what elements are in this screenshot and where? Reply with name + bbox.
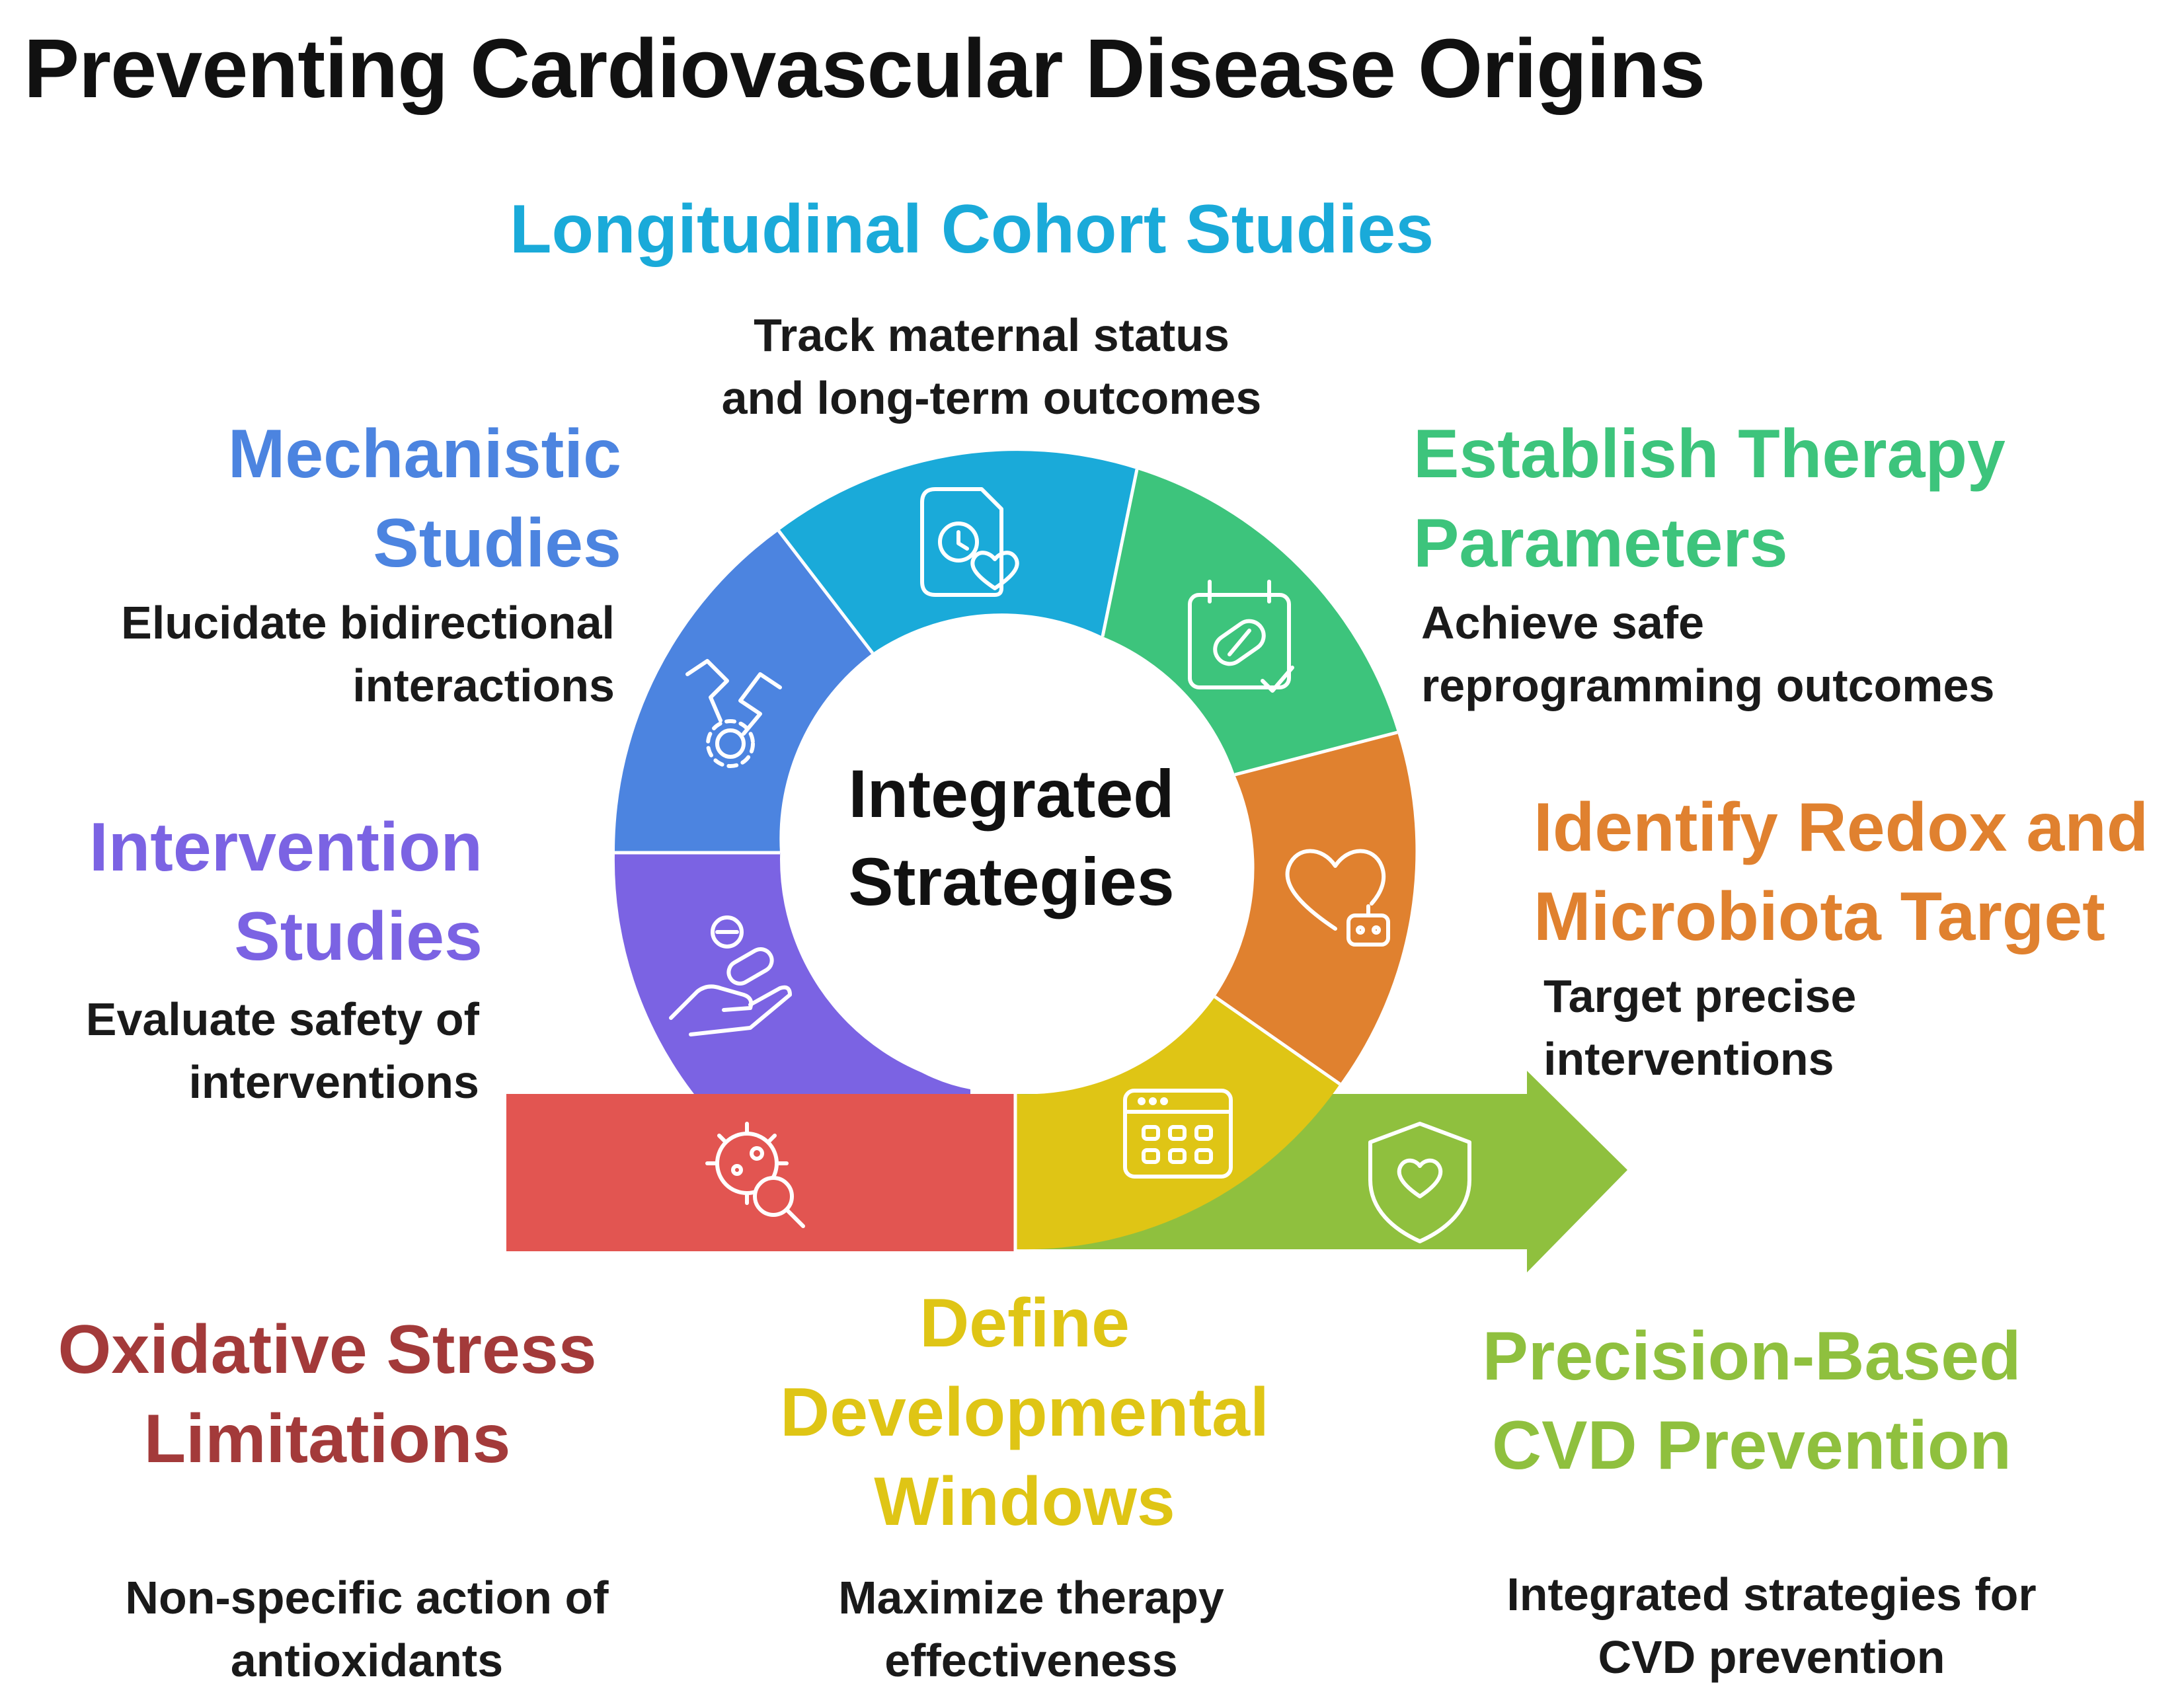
hand-pills-icon bbox=[669, 915, 792, 1036]
page-title: Preventing Cardiovascular Disease Origin… bbox=[24, 22, 1705, 115]
calendar-pill-icon bbox=[1188, 580, 1294, 693]
windows-heading: Define Developmental Windows bbox=[780, 1285, 1269, 1541]
segment-dividers bbox=[615, 469, 1398, 1251]
calendar-grid-icon bbox=[1123, 1089, 1233, 1179]
redox-heading: Identify Redox and Microbiota Target bbox=[1534, 789, 2149, 956]
mechanistic-desc: Elucidate bidirectional interactions bbox=[121, 597, 615, 712]
oxidative-desc: Non-specific action of antioxidants bbox=[125, 1572, 609, 1687]
cohort-desc: Track maternal status and long-term outc… bbox=[721, 309, 1262, 424]
ring-segment-redox bbox=[1215, 732, 1416, 1084]
cohort-heading: Longitudinal Cohort Studies bbox=[509, 191, 1434, 268]
heart-robot-icon bbox=[1285, 849, 1390, 947]
center-label: Integrated Strategies bbox=[848, 756, 1175, 919]
oxidative-heading: Oxidative Stress Limitations bbox=[58, 1311, 597, 1478]
mechanistic-heading: Mechanistic Studies bbox=[227, 416, 621, 582]
ring-segment-windows bbox=[1015, 997, 1340, 1250]
center-circle bbox=[780, 628, 1243, 1091]
precision-heading: Precision-Based CVD Prevention bbox=[1482, 1318, 2021, 1485]
oxidative-band bbox=[506, 1094, 1015, 1251]
windows-desc: Maximize therapy effectiveness bbox=[838, 1572, 1224, 1687]
calendar-heart-icon bbox=[920, 487, 1019, 597]
shield-heart-icon bbox=[1368, 1122, 1471, 1243]
therapy-heading: Establish Therapy Parameters bbox=[1413, 416, 2006, 582]
therapy-desc: Achieve safe reprogramming outcomes bbox=[1421, 597, 1995, 712]
tools-gear-icon bbox=[685, 659, 782, 768]
bacteria-search-icon bbox=[705, 1122, 805, 1228]
precision-desc: Integrated strategies for CVD prevention bbox=[1506, 1569, 2037, 1684]
redox-desc: Target precise interventions bbox=[1543, 970, 1857, 1085]
intervention-desc: Evaluate safety of interventions bbox=[85, 993, 479, 1108]
intervention-heading: Intervention Studies bbox=[89, 809, 483, 976]
ring-segment-mechanistic bbox=[614, 531, 873, 853]
ring-segment-cohort bbox=[779, 451, 1137, 653]
